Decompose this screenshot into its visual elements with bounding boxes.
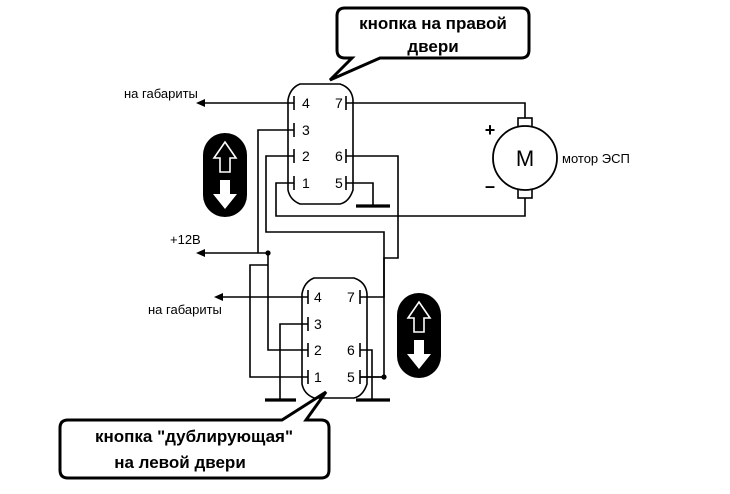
- switch-left-pin-5: 5: [347, 369, 355, 385]
- arrow-down-solid-icon: [213, 180, 237, 209]
- switch-right-pin-7: 7: [335, 95, 343, 111]
- motor-letter: М: [516, 146, 534, 171]
- switch-right-pin-1: 1: [302, 175, 310, 191]
- callout-left-door-line2: на левой двери: [114, 453, 246, 472]
- switch-right-pin-2: 2: [302, 148, 310, 164]
- arrowheads: [196, 99, 223, 301]
- label-power-12v: +12В: [170, 232, 201, 247]
- switch-right-pin-5: 5: [335, 175, 343, 191]
- junction-dots: [265, 250, 387, 380]
- up-down-badge-left: [397, 293, 441, 378]
- motor-minus-sign: –: [485, 176, 495, 196]
- callout-right-door-line1: кнопка на правой: [359, 14, 507, 33]
- arrow-up-outline-icon: [212, 140, 238, 173]
- switch-right-pin-3: 3: [302, 122, 310, 138]
- callout-left-door: кнопка "дублирующая" на левой двери: [58, 390, 331, 480]
- switch-right-door: 4 3 2 1 7 6 5: [287, 83, 354, 205]
- wires: [200, 102, 526, 400]
- ground-symbols: [265, 204, 390, 402]
- arrow-up-outline-icon: [406, 300, 432, 333]
- switch-left-pin-6: 6: [347, 342, 355, 358]
- label-motor-name: мотор ЭСП: [562, 151, 630, 166]
- switch-right-pin-6: 6: [335, 148, 343, 164]
- switch-left-pin-4: 4: [314, 289, 322, 305]
- callout-right-door-line2: двери: [407, 37, 458, 56]
- switch-left-pin-3: 3: [314, 316, 322, 332]
- label-parking-lights-bottom: на габариты: [148, 302, 222, 317]
- callout-left-door-line1: кнопка "дублирующая": [95, 427, 293, 446]
- label-parking-lights-top: на габариты: [124, 86, 198, 101]
- up-down-badge-right: [203, 133, 247, 217]
- motor-plus-sign: +: [485, 120, 496, 140]
- switch-left-pin-2: 2: [314, 342, 322, 358]
- motor: М + –: [485, 117, 558, 199]
- switch-right-pin-4: 4: [302, 95, 310, 111]
- switch-left-door: 4 3 2 1 7 6 5: [301, 277, 368, 399]
- arrow-down-solid-icon: [407, 340, 431, 369]
- callout-right-door: кнопка на правой двери: [328, 6, 531, 82]
- switch-left-pin-1: 1: [314, 369, 322, 385]
- switch-left-pin-7: 7: [347, 289, 355, 305]
